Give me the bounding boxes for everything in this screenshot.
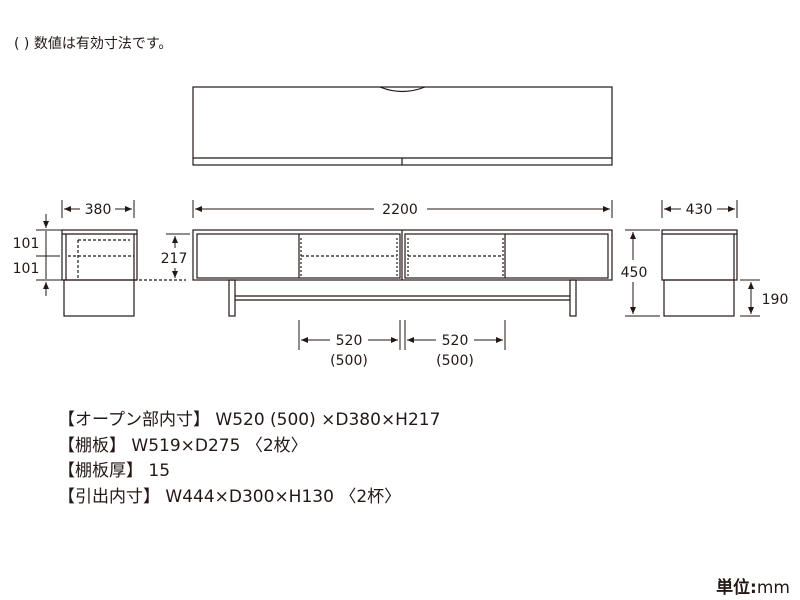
dim-430-label: 430: [686, 202, 713, 218]
dim-2200-label: 2200: [382, 202, 418, 218]
left-side-view: [61, 229, 186, 317]
dim-380-label: 380: [85, 202, 112, 218]
side-base: [63, 279, 135, 317]
front-view: [192, 229, 613, 317]
unit-label: 単位:mm: [716, 573, 790, 598]
right-side-view: [661, 229, 738, 317]
effective-dimension-note: ( ) 数値は有効寸法です。: [14, 36, 173, 52]
dim-190-label: 190: [762, 292, 789, 308]
top-view-outline: [192, 86, 613, 166]
spec-open-inner: 【オープン部内寸】 W520 (500) ×D380×H217: [58, 410, 441, 430]
dim-101-lower-label: 101: [13, 261, 40, 277]
dim-217-label: 217: [161, 251, 188, 267]
spec-list: 【オープン部内寸】 W520 (500) ×D380×H217 【棚板】 W51…: [58, 408, 440, 510]
top-view: [192, 86, 613, 166]
dim-520-right-label: 520: [442, 333, 469, 349]
unit-caption: 単位:: [716, 578, 757, 598]
front-right-compartment: [404, 233, 609, 279]
dim-500-left-label: (500): [330, 353, 368, 369]
spec-shelf: 【棚板】 W519×D275 〈2枚〉: [58, 435, 308, 456]
dim-520-left-label: 520: [336, 333, 363, 349]
top-view-notch: [379, 86, 426, 93]
right-upper-body: [661, 229, 738, 281]
spec-drawer-inner: 【引出内寸】 W444×D300×H130 〈2杯〉: [58, 486, 402, 507]
dim-450-label: 450: [621, 265, 648, 281]
side-upper-body: [61, 229, 138, 281]
front-right-leg: [569, 279, 577, 317]
unit-value: mm: [756, 578, 790, 598]
right-base: [663, 279, 735, 317]
dim-500-right-label: (500): [436, 353, 474, 369]
front-left-leg: [228, 279, 236, 317]
spec-shelf-thickness: 【棚板厚】 15: [58, 461, 171, 481]
dim-101-upper-label: 101: [13, 236, 40, 252]
